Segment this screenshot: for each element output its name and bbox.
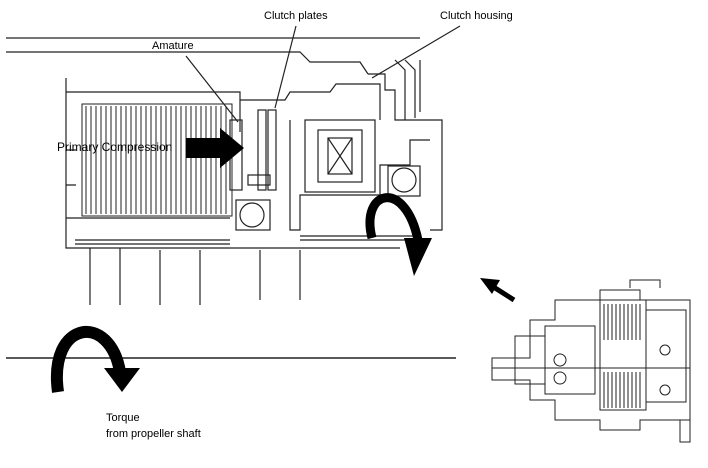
pointer-clutch-plates [274,25,297,109]
torque-arrow [50,326,140,393]
label-armature: Amature [152,40,194,52]
bearing-right-race [387,165,421,197]
body-outline-left [65,78,400,249]
lower-band [300,235,420,241]
gear-teeth-block [81,103,233,217]
coil-box [327,137,353,175]
compression-arrow [186,128,244,168]
housing-right [368,73,443,231]
clutch-plate-a [257,109,267,191]
assembly-pointer-arrow [480,278,516,303]
shaft-verticals [89,248,301,305]
clutch-clip [247,174,271,186]
label-clutch-housing: Clutch housing [440,10,513,22]
coil-cross [327,137,353,175]
label-from-propeller-shaft: from propeller shaft [106,428,201,440]
housing-upper-line [6,51,369,75]
label-clutch-plates: Clutch plates [264,10,328,22]
clutch-plate-b [267,109,277,191]
label-primary-compression: Primary Compression [57,140,173,154]
housing-step [240,83,381,120]
bearing-left [239,202,265,228]
bearing-right [391,167,417,193]
magnet-core [317,129,363,183]
side-ticks [66,149,76,186]
main-cutaway [6,37,443,305]
shaft-band [75,239,230,245]
housing-flange-a [394,59,406,120]
small-assembly [491,279,691,443]
label-torque: Torque [106,412,140,424]
body-inner-top [66,91,241,132]
rotation-arrow-mid [365,193,432,276]
bearing-left-race [235,199,271,231]
pointer-clutch-housing [371,25,461,79]
pointer-armature [185,55,239,123]
magnet-housing [304,119,376,193]
label-pointers [185,25,461,123]
housing-flange-b [404,59,416,118]
